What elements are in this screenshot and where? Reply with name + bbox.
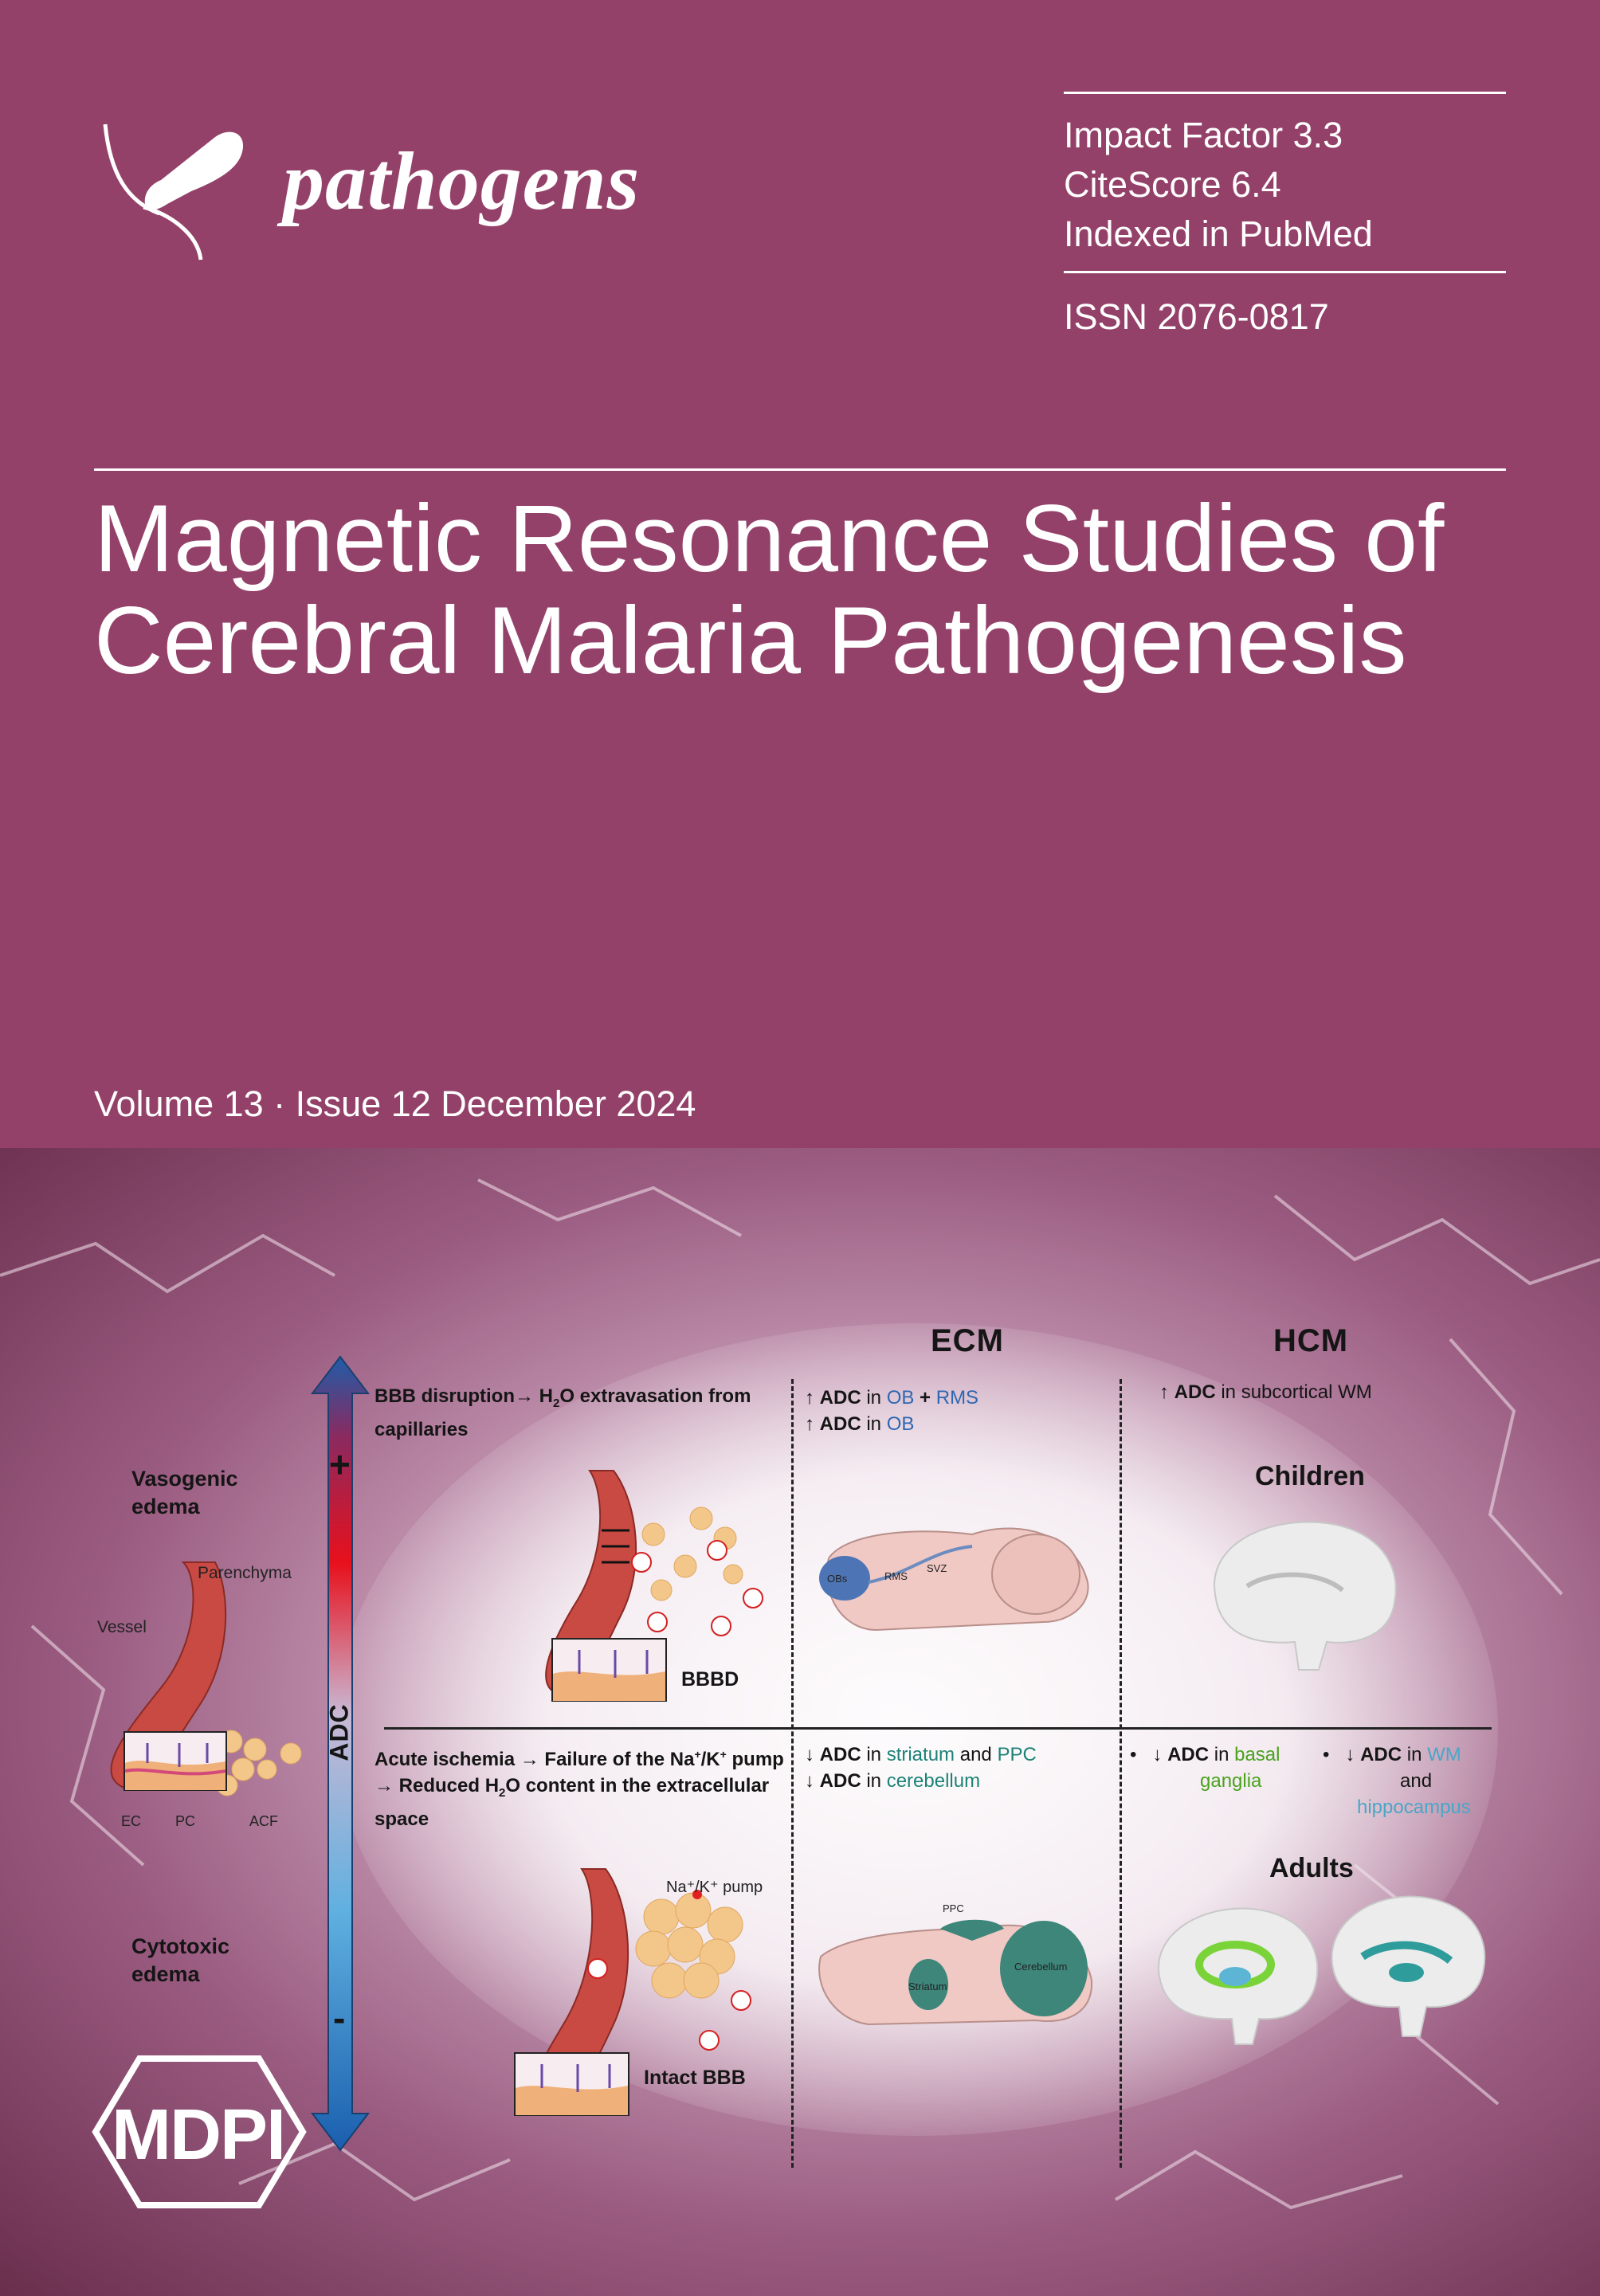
mouse-label-striatum: Striatum [908, 1981, 947, 1992]
hcm-top-findings: ↑ ADC in subcortical WM [1159, 1381, 1372, 1403]
issue-info: Volume 13 · Issue 12 December 2024 [94, 1083, 696, 1124]
ec-label: EC [121, 1813, 142, 1829]
mouse-label-cerebellum: Cerebellum [1014, 1961, 1068, 1973]
vessel-wall-inset [124, 1731, 227, 1791]
pc-label: PC [175, 1813, 196, 1829]
adult-brain-right-illustration [1331, 1895, 1486, 2037]
mouse-label-obs: OBs [827, 1573, 848, 1585]
na-k-pump-label: Na⁺/K⁺ pump [666, 1879, 763, 1896]
adc-minus-sign: - [333, 1997, 347, 2039]
parenchyma-label: Parenchyma [198, 1564, 292, 1582]
mouse-label-ppc: PPC [943, 1902, 964, 1914]
bbbd-inset [551, 1638, 667, 1702]
mouse-brain-top [819, 1527, 1089, 1632]
citescore: CiteScore 6.4 [1064, 164, 1281, 205]
intact-bbb-illustration [531, 1868, 751, 2114]
metrics-bottom-rule [1064, 271, 1506, 273]
horizontal-divider [384, 1727, 1492, 1730]
hcm-basal-ganglia: • ↓ ADC in basal ganglia [1130, 1744, 1280, 1792]
children-header: Children [1255, 1461, 1365, 1491]
title-rule [94, 468, 1506, 471]
hcm-divider [1120, 1379, 1122, 2168]
adults-header: Adults [1269, 1853, 1354, 1883]
mouse-brain-bottom [818, 1919, 1093, 2026]
acf-label: ACF [249, 1813, 278, 1829]
hcm-hippocampus: • ↓ ADC in WM and hippocampus [1323, 1744, 1471, 1818]
child-brain-illustration [1214, 1521, 1397, 1671]
bacterium-icon [103, 123, 244, 261]
bbbd-label: BBBD [681, 1668, 739, 1691]
journal-name: pathogens [283, 135, 641, 227]
mouse-label-svz: SVZ [927, 1562, 947, 1574]
cover-title: Magnetic Resonance Studies of Cerebral M… [94, 488, 1528, 692]
impact-factor: Impact Factor 3.3 [1064, 115, 1343, 155]
intact-bbb-label: Intact BBB [644, 2067, 746, 2089]
adult-brain-left-illustration [1157, 1907, 1319, 2045]
ecm-header: ECM [931, 1323, 1004, 1358]
acute-ischemia-text: Acute ischemia → Failure of the Na+/K+ p… [375, 1748, 784, 1830]
ecm-divider [791, 1379, 794, 2168]
adc-axis-label: ADC [324, 1703, 354, 1761]
adc-gradient-arrow [311, 1355, 370, 2152]
indexing-info: Indexed in PubMed [1064, 214, 1373, 254]
hcm-header: HCM [1273, 1323, 1349, 1358]
vessel-label: Vessel [97, 1618, 147, 1636]
ecm-top-findings: ↑ ADC in OB + RMS ↑ ADC in OB [805, 1387, 979, 1435]
intact-bbb-inset [514, 2052, 629, 2116]
cover-title-line-2: Cerebral Malaria Pathogenesis [94, 587, 1407, 694]
issn: ISSN 2076-0817 [1064, 296, 1329, 337]
metrics-top-rule [1064, 92, 1506, 94]
ecm-bottom-findings: ↓ ADC in striatum and PPC ↓ ADC in cereb… [805, 1744, 1037, 1792]
publisher-logo-text: MDPI [112, 2095, 286, 2175]
adc-plus-sign: + [329, 1444, 351, 1485]
neural-network-background [0, 1178, 1600, 2210]
mouse-label-rms: RMS [884, 1570, 908, 1582]
mdpi-logo-hexagon [92, 2055, 307, 2208]
cover-title-line-1: Magnetic Resonance Studies of [94, 485, 1445, 592]
